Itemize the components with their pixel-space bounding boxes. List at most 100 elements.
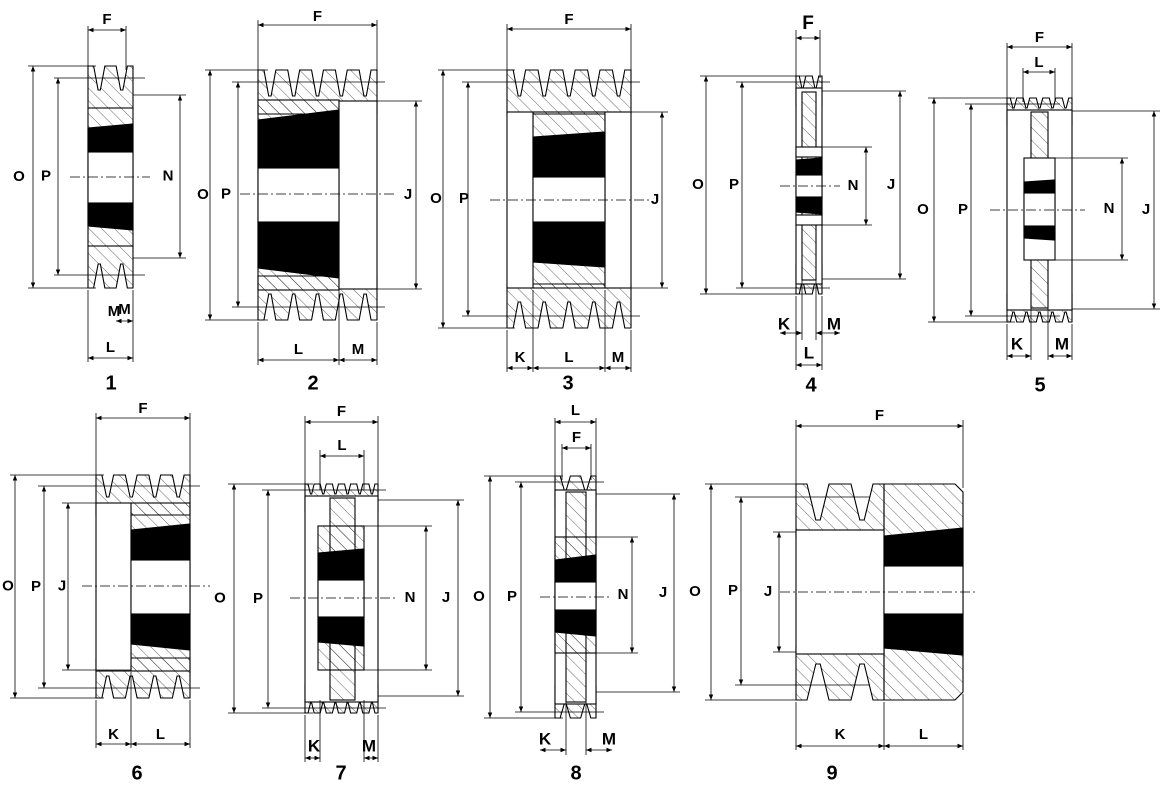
dim-label-j: J bbox=[651, 191, 659, 208]
dim-label-f: F bbox=[337, 403, 346, 420]
figure-number: 6 bbox=[131, 762, 142, 784]
hub-bottom bbox=[795, 214, 823, 226]
dim-label-o: O bbox=[13, 168, 25, 185]
dim-label-n: N bbox=[848, 177, 859, 194]
dim-label-p: P bbox=[459, 190, 469, 207]
bushing-upper bbox=[1023, 179, 1056, 194]
dim-label-j: J bbox=[887, 176, 895, 193]
bore bbox=[257, 167, 340, 223]
dim-label-o: O bbox=[917, 201, 929, 218]
bushing-upper bbox=[257, 109, 340, 169]
dim-label-l: L bbox=[571, 402, 580, 419]
dim-label-f: F bbox=[572, 429, 581, 446]
dim-label-j: J bbox=[58, 577, 66, 594]
groove-rim bbox=[87, 65, 134, 109]
bore bbox=[883, 565, 964, 615]
bushing-lower bbox=[317, 616, 365, 647]
dim-label-f: F bbox=[138, 400, 147, 417]
dim-label-n: N bbox=[405, 589, 416, 606]
groove-rim bbox=[506, 283, 632, 329]
bushing-lower bbox=[532, 221, 606, 268]
bushing-upper bbox=[795, 157, 823, 176]
dim-label-m: M bbox=[612, 349, 625, 366]
bushing-lower bbox=[554, 609, 597, 637]
figure-4: F O P N J K ML 4 bbox=[692, 13, 906, 396]
dim-label-p: P bbox=[728, 582, 738, 599]
bushing-upper bbox=[317, 548, 365, 581]
dim-label-k: K bbox=[308, 736, 321, 755]
dim-label-k: K bbox=[835, 726, 846, 743]
bushing-lower bbox=[257, 221, 340, 279]
hub-recess bbox=[338, 100, 378, 290]
dim-label-o: O bbox=[689, 583, 701, 600]
groove-rim bbox=[87, 245, 134, 289]
bushing-upper bbox=[554, 554, 597, 583]
dim-label-n: N bbox=[618, 586, 629, 603]
dim-label-o: O bbox=[2, 577, 14, 594]
dim-label-k: K bbox=[515, 349, 526, 366]
dim-label-k: K bbox=[539, 729, 552, 748]
dim-label-f: F bbox=[1035, 29, 1044, 46]
figure-number: 2 bbox=[307, 372, 318, 394]
bore bbox=[1023, 192, 1056, 227]
hub-top bbox=[795, 146, 823, 158]
figure-number: 5 bbox=[1034, 374, 1045, 396]
dim-label-k: K bbox=[778, 314, 791, 333]
bushing-lower bbox=[795, 196, 823, 215]
dim-label-m: M bbox=[827, 314, 841, 333]
bore bbox=[87, 151, 134, 204]
dim-label-f: F bbox=[802, 13, 814, 34]
dim-label-o: O bbox=[197, 186, 209, 203]
dim-label-l: L bbox=[106, 339, 115, 356]
dim-label-l: L bbox=[564, 349, 573, 366]
bushing-lower bbox=[1023, 225, 1056, 241]
bushing-upper bbox=[532, 131, 606, 178]
dim-label-o: O bbox=[430, 190, 442, 207]
figure-number: 4 bbox=[805, 374, 817, 396]
dim-label-p: P bbox=[507, 588, 517, 605]
dim-label-p: P bbox=[253, 590, 263, 607]
dim-label-j: J bbox=[442, 589, 450, 606]
bore bbox=[130, 559, 191, 615]
dim-label-l: L bbox=[156, 726, 165, 743]
groove-rim bbox=[506, 69, 632, 115]
dim-label-l: L bbox=[804, 343, 814, 362]
dim-label-j: J bbox=[1142, 201, 1150, 218]
dim-label-p: P bbox=[31, 578, 41, 595]
dim-label-p: P bbox=[41, 167, 51, 184]
dim-label-j: J bbox=[659, 584, 667, 601]
hub-recess bbox=[95, 502, 132, 672]
dim-label-j: J bbox=[764, 583, 772, 600]
dim-label-p: P bbox=[958, 201, 968, 218]
bushing-upper bbox=[87, 123, 134, 153]
dim-label-m: M bbox=[118, 301, 131, 318]
dim-label-n: N bbox=[163, 167, 174, 184]
dim-label-f: F bbox=[313, 8, 322, 25]
bore bbox=[532, 176, 606, 223]
bushing-lower bbox=[130, 613, 191, 651]
figure-number: 8 bbox=[570, 762, 581, 784]
dim-label-l: L bbox=[294, 341, 303, 358]
dim-label-k: K bbox=[108, 726, 119, 743]
dim-label-f: F bbox=[564, 11, 573, 28]
dim-label-o: O bbox=[692, 176, 704, 193]
dim-label-m: M bbox=[602, 729, 616, 748]
dim-label-n: N bbox=[1104, 200, 1115, 217]
dim-label-o: O bbox=[473, 588, 485, 605]
bushing-lower bbox=[883, 613, 964, 656]
dim-label-p: P bbox=[729, 176, 739, 193]
figure-number: 1 bbox=[105, 372, 116, 394]
dim-label-f: F bbox=[102, 11, 111, 28]
figure-number: 9 bbox=[826, 762, 837, 784]
dim-label-j: J bbox=[404, 186, 412, 203]
dim-label-p: P bbox=[221, 185, 231, 202]
figure-number: 3 bbox=[562, 372, 573, 394]
